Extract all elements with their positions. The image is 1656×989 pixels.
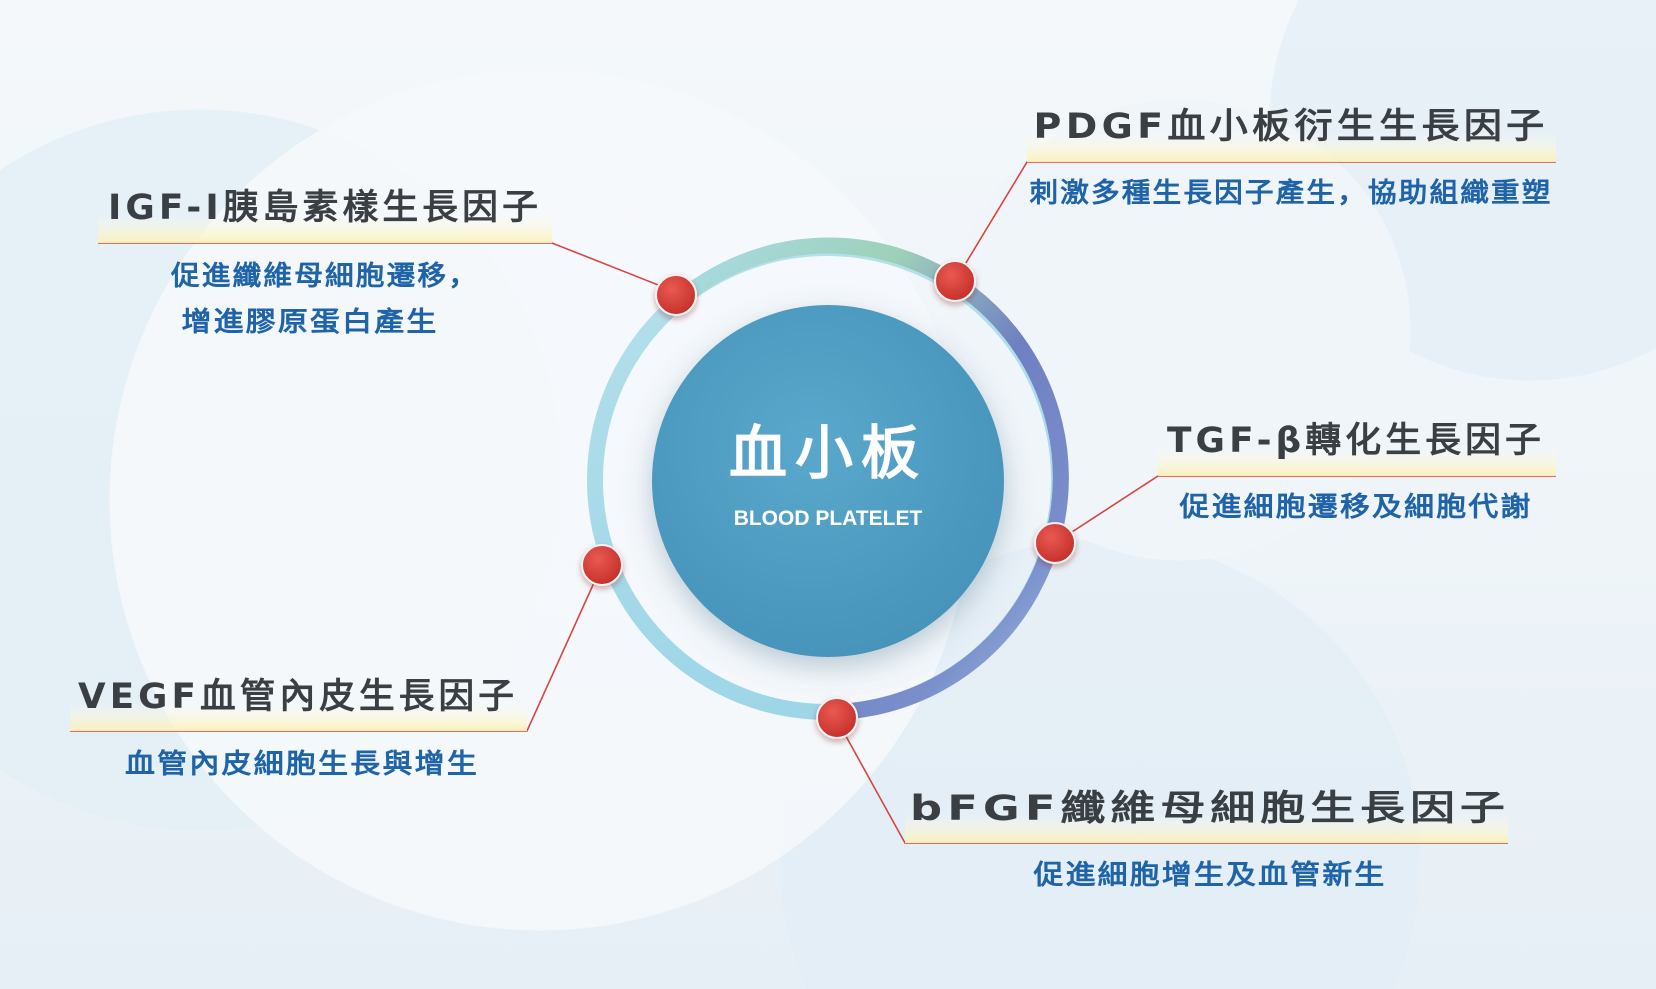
factor-title: VEGF血管內皮生長因子 bbox=[78, 677, 518, 717]
center-subtitle: BLOOD PLATELET bbox=[734, 507, 923, 530]
factor-tgf: TGF-β轉化生長因子 促進細胞遷移及細胞代謝 bbox=[1158, 421, 1556, 523]
factor-igf: IGF-I胰島素樣生長因子 促進纖維母細胞遷移， 增進膠原蛋白產生 bbox=[98, 188, 552, 338]
node-bfgf[interactable] bbox=[816, 697, 858, 739]
factor-title: IGF-I胰島素樣生長因子 bbox=[108, 188, 542, 228]
factor-bfgf: bFGF纖維母細胞生長因子 促進細胞增生及血管新生 bbox=[905, 789, 1510, 891]
factor-description: 促進細胞遷移及細胞代謝 bbox=[1178, 492, 1532, 523]
outer-ring-arc bbox=[668, 237, 1069, 720]
center-circle bbox=[652, 305, 1004, 657]
factor-vegf: VEGF血管內皮生長因子 血管內皮細胞生長與增生 bbox=[70, 677, 527, 780]
factor-description: 刺激多種生長因子產生，協助組織重塑 bbox=[1030, 177, 1553, 209]
node-pdgf[interactable] bbox=[934, 260, 976, 302]
node-tgf[interactable] bbox=[1034, 522, 1076, 564]
factor-description: 促進細胞增生及血管新生 bbox=[1032, 859, 1386, 891]
title-highlight bbox=[905, 813, 1508, 843]
title-highlight bbox=[70, 701, 527, 731]
ring-nodes bbox=[581, 260, 1076, 739]
center-node: 血小板 BLOOD PLATELET bbox=[652, 305, 1004, 657]
factor-description: 血管內皮細胞生長與增生 bbox=[125, 748, 479, 780]
factor-title: TGF-β轉化生長因子 bbox=[1167, 421, 1545, 461]
factor-title: PDGF血小板衍生生長因子 bbox=[1034, 107, 1549, 147]
title-highlight bbox=[1027, 132, 1556, 162]
factor-title: bFGF纖維母細胞生長因子 bbox=[910, 789, 1510, 829]
node-vegf[interactable] bbox=[581, 544, 623, 586]
title-highlight bbox=[98, 213, 552, 243]
node-igf[interactable] bbox=[655, 274, 697, 316]
center-title: 血小板 bbox=[729, 419, 927, 487]
factor-pdgf: PDGF血小板衍生生長因子 刺激多種生長因子產生，協助組織重塑 bbox=[1027, 107, 1556, 209]
factor-description-line-2: 增進膠原蛋白產生 bbox=[182, 306, 439, 338]
title-highlight bbox=[1158, 446, 1556, 476]
factor-description-line-1: 促進纖維母細胞遷移， bbox=[170, 260, 479, 292]
